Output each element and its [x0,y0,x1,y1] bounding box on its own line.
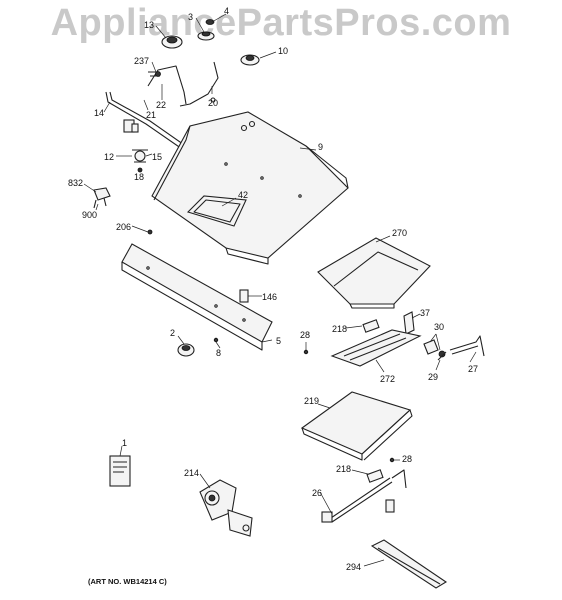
burner-cap-part-4 [205,19,215,25]
callout-219: 219 [304,396,319,406]
drawer-rail-part-294 [370,539,448,589]
switch-part-832 [93,187,111,201]
burner-part-10 [240,54,260,66]
bracket-part-37 [403,311,415,335]
callout-272: 272 [380,374,395,384]
owners-manual-part-1 [109,455,131,487]
pressure-regulator-part-214 [199,479,253,537]
burner-tube-part-22 [147,65,187,105]
callout-146: 146 [262,292,277,302]
callout-18: 18 [134,172,144,182]
clip-part-900 [93,197,107,209]
callout-21: 21 [146,110,156,120]
callout-30: 30 [434,322,444,332]
callout-37: 37 [420,308,430,318]
bake-burner-part-272 [330,329,422,367]
ignitor-part-218-upper [362,319,380,333]
orifice-part-237 [148,71,161,77]
callout-12: 12 [104,152,114,162]
callout-28-upper: 28 [300,330,310,340]
callout-9: 9 [318,142,323,152]
watermark-text: AppliancePartsPros.com [50,2,512,44]
callout-218-upper: 218 [332,324,347,334]
callout-832: 832 [68,178,83,188]
callout-labels: 3 4 13 10 237 22 20 14 21 9 12 15 18 832… [68,6,478,572]
leader-lines [83,13,477,567]
callout-218-lower: 218 [336,464,351,474]
bracket-part-21 [123,119,139,133]
callout-13: 13 [144,20,154,30]
tube-part-29 [437,351,447,361]
callout-10: 10 [278,46,288,56]
broil-burner-part-26 [321,469,407,523]
ignitor-part-218-lower [366,469,384,483]
shield-part-219 [300,391,413,461]
callout-22: 22 [156,100,166,110]
clip-part-146 [239,289,249,303]
callout-26: 26 [312,488,322,498]
screw-part-8 [213,337,219,343]
callout-8: 8 [216,348,221,358]
screw-part-206 [147,229,153,235]
callout-28-lower: 28 [402,454,412,464]
callout-29: 29 [428,372,438,382]
callout-206: 206 [116,222,131,232]
callout-4: 4 [224,6,229,16]
callout-237: 237 [134,56,149,66]
callout-270: 270 [392,228,407,238]
callout-42: 42 [238,190,248,200]
callout-3: 3 [188,12,193,22]
callout-900: 900 [82,210,97,220]
callout-15: 15 [152,152,162,162]
front-rail-part-5 [121,243,273,351]
inner-pan-part-42 [186,195,247,227]
burner-base-part-13 [161,35,183,49]
art-number-label: (ART NO. WB14214 C) [88,577,167,586]
burner-box-part-9 [151,111,349,265]
callout-20: 20 [208,98,218,108]
callout-5: 5 [276,336,281,346]
burner-tube-part-20 [179,61,219,107]
screw-part-28-lower [389,457,395,463]
screw-part-28-upper [303,349,309,355]
callout-2: 2 [170,328,175,338]
orifice-part-30 [423,339,446,358]
burner-head-part-3 [197,31,215,41]
callout-214: 214 [184,468,199,478]
valve-part-15 [132,149,148,163]
callout-294: 294 [346,562,361,572]
knob-part-2 [177,343,195,357]
callout-1: 1 [122,438,127,448]
heat-shield-part-270 [317,237,431,309]
manifold-pipe-part-14 [105,91,201,161]
gas-line-part-27 [449,335,485,357]
callout-27: 27 [468,364,478,374]
callout-14: 14 [94,108,104,118]
